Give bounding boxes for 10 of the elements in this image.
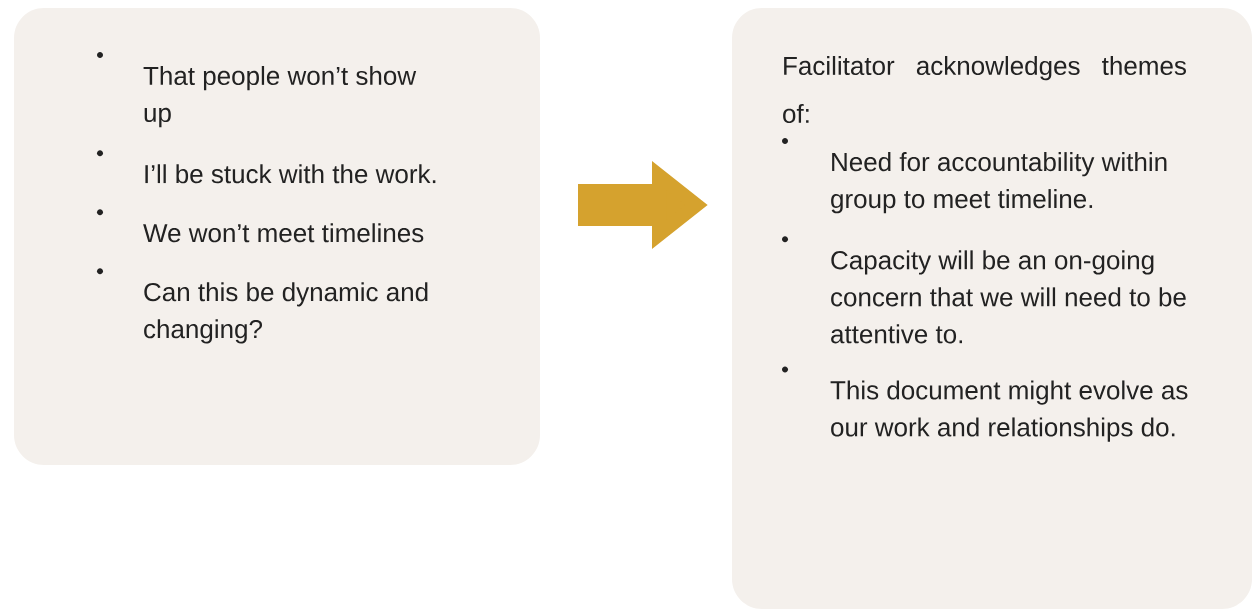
bullet-item: This document might evolve as our work and relationships do. — [782, 366, 1188, 442]
bullet-item: Capacity will be an on-going concern that we will need to be attentive to. — [782, 236, 1186, 344]
bullet-item: Can this be dynamic and changing? — [97, 268, 428, 344]
heading: Facilitator acknowledges themes of: — [783, 56, 1186, 124]
bullet-item: Need for accountability within group to meet timeline. — [782, 138, 1167, 214]
bullet-item: We won’t meet timelines — [97, 209, 424, 243]
text-box — [732, 8, 1252, 609]
bullet-item: That people won’t show up — [97, 52, 417, 128]
text-box — [14, 8, 540, 465]
bullet-item: I’ll be stuck with the work. — [97, 150, 436, 184]
